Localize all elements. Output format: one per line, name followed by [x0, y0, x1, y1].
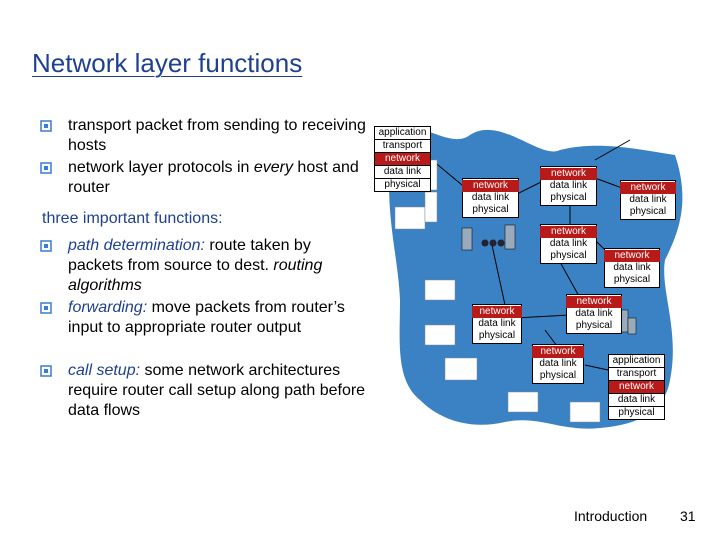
functions-heading: three important functions: — [42, 210, 223, 227]
physical-layer: physical — [472, 204, 509, 215]
application-layer: application — [375, 127, 430, 140]
function-text: path determination: route taken by packe… — [68, 237, 323, 294]
data-link-layer: data link — [549, 180, 588, 191]
server-icons — [461, 224, 637, 335]
bullet-text: network layer protocols in every host an… — [68, 159, 359, 196]
bullet-icon — [40, 302, 52, 314]
network-layer: network — [604, 250, 660, 262]
bullet-text: transport packet from sending to receivi… — [68, 117, 366, 154]
transport-layer: transport — [609, 368, 664, 381]
physical-layer: physical — [618, 407, 655, 418]
data-link-layer: data link — [575, 308, 613, 319]
function-text: call setup: some network architectures r… — [68, 362, 366, 419]
router-stack: network data link physical — [566, 294, 622, 334]
network-layer: network — [540, 168, 597, 180]
router-stack: network data link physical — [462, 178, 519, 218]
dest-host-stack: application transport network data link … — [608, 354, 665, 420]
data-link-layer: data link — [539, 358, 577, 369]
network-layer: network — [532, 346, 584, 358]
bullet-icon — [40, 120, 52, 132]
transport-layer: transport — [375, 140, 430, 153]
router-stack: network data link physical — [604, 248, 660, 288]
data-link-layer: data link — [549, 238, 588, 249]
network-layer: network — [566, 296, 622, 308]
physical-layer: physical — [613, 274, 651, 285]
function-text: forwarding: move packets from router’s i… — [68, 299, 345, 336]
router-stack: network data link physical — [532, 344, 584, 384]
network-layer: network — [540, 226, 597, 238]
data-link-layer: data link — [629, 194, 667, 205]
data-link-layer: data link — [375, 166, 430, 179]
host-thumbnails — [394, 159, 601, 423]
application-layer: application — [609, 355, 664, 368]
data-link-layer: data link — [471, 192, 510, 203]
physical-layer: physical — [384, 179, 421, 190]
physical-layer: physical — [629, 206, 667, 217]
network-layer: network — [375, 153, 430, 166]
router-stack: network data link physical — [540, 224, 597, 264]
bullet-icon — [40, 365, 52, 377]
network-layer: network — [472, 306, 522, 318]
network-layer: network — [462, 180, 519, 192]
source-host-stack: application transport network data link … — [374, 126, 431, 192]
network-layer: network — [620, 182, 676, 194]
router-stack: network data link physical — [620, 180, 676, 220]
physical-layer: physical — [550, 192, 587, 203]
data-link-layer: data link — [609, 394, 664, 407]
page-number: 31 — [680, 508, 696, 524]
bullet-icon — [40, 162, 52, 174]
bullet-icon — [40, 240, 52, 252]
data-link-layer: data link — [478, 318, 516, 329]
router-stack: network data link physical — [472, 304, 522, 344]
router-stack: network data link physical — [540, 166, 597, 206]
physical-layer: physical — [478, 330, 516, 341]
page-title: Network layer functions — [32, 48, 303, 78]
footer-label: Introduction — [574, 508, 648, 524]
physical-layer: physical — [550, 250, 587, 261]
physical-layer: physical — [539, 370, 577, 381]
network-layer: network — [609, 381, 664, 394]
physical-layer: physical — [575, 320, 613, 331]
data-link-layer: data link — [613, 262, 651, 273]
